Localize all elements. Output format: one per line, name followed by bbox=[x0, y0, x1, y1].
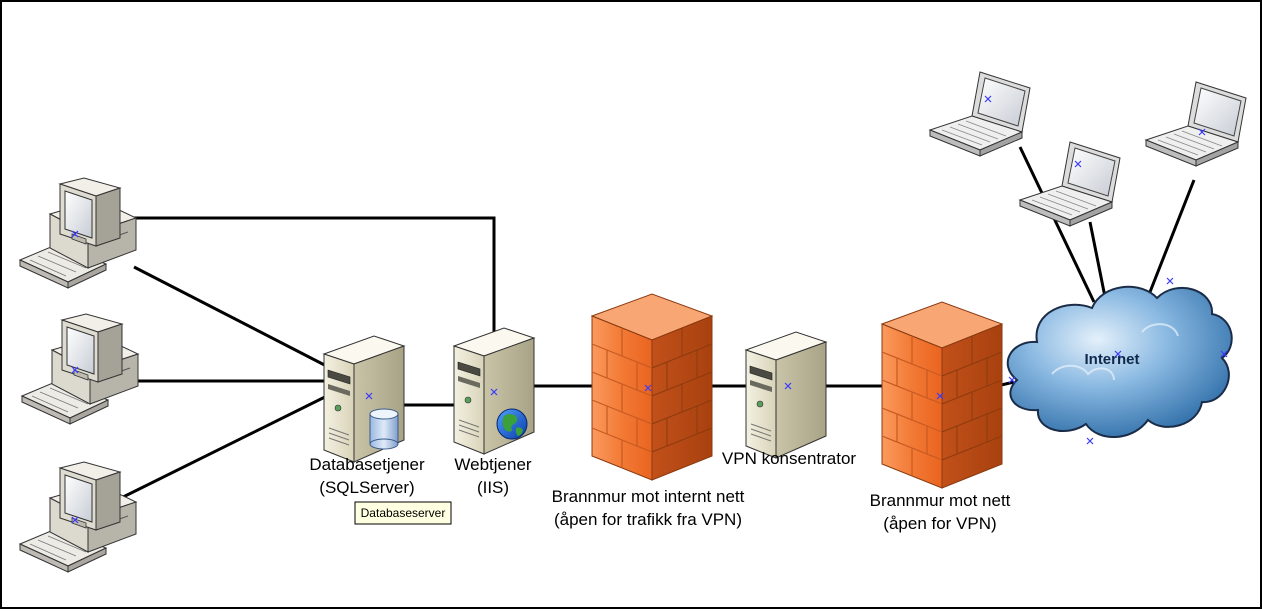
tooltip: Databaseserver bbox=[354, 501, 452, 525]
connector-pc1-dbserver bbox=[133, 265, 343, 376]
laptop-icon bbox=[1019, 141, 1121, 227]
laptop-icon bbox=[1145, 81, 1247, 167]
database-server-label-line1: Databasetjener bbox=[309, 455, 425, 474]
globe-icon bbox=[496, 408, 528, 440]
connector-internet-laptop2 bbox=[1088, 221, 1108, 303]
laptop-icon bbox=[929, 71, 1031, 157]
connector-lines bbox=[116, 146, 1196, 502]
desktop-pc-icon bbox=[21, 313, 139, 425]
connector-internet-laptop1 bbox=[1018, 146, 1096, 303]
database-cylinder-icon bbox=[369, 408, 399, 450]
connector-pc1-webserver bbox=[120, 216, 496, 347]
firewall-external-icon bbox=[881, 301, 1003, 489]
internet-cloud-icon: Internet bbox=[1006, 285, 1233, 438]
web-server-label-line2: (IIS) bbox=[477, 478, 509, 497]
vpn-concentrator-icon bbox=[745, 331, 827, 459]
database-server-label-line2: (SQLServer) bbox=[319, 478, 414, 497]
connector-internet-laptop3 bbox=[1148, 179, 1196, 293]
desktop-pc-icon bbox=[19, 177, 137, 289]
firewall-internal-label-line2: (åpen for trafikk fra VPN) bbox=[554, 510, 742, 529]
firewall-internal-label-line1: Brannmur mot internt nett bbox=[552, 487, 745, 506]
vpn-concentrator-label: VPN konsentrator bbox=[722, 449, 857, 468]
web-server-icon bbox=[453, 327, 535, 455]
web-server-label-line1: Webtjener bbox=[454, 455, 532, 474]
firewall-internal-icon bbox=[591, 293, 713, 481]
firewall-external-label-line1: Brannmur mot nett bbox=[870, 491, 1011, 510]
tooltip-text: Databaseserver bbox=[361, 506, 446, 520]
connector-pc3-dbserver bbox=[116, 390, 336, 502]
firewall-external-label-line2: (åpen for VPN) bbox=[883, 514, 996, 533]
database-server-icon bbox=[323, 335, 405, 463]
internet-label: Internet bbox=[1084, 351, 1139, 368]
